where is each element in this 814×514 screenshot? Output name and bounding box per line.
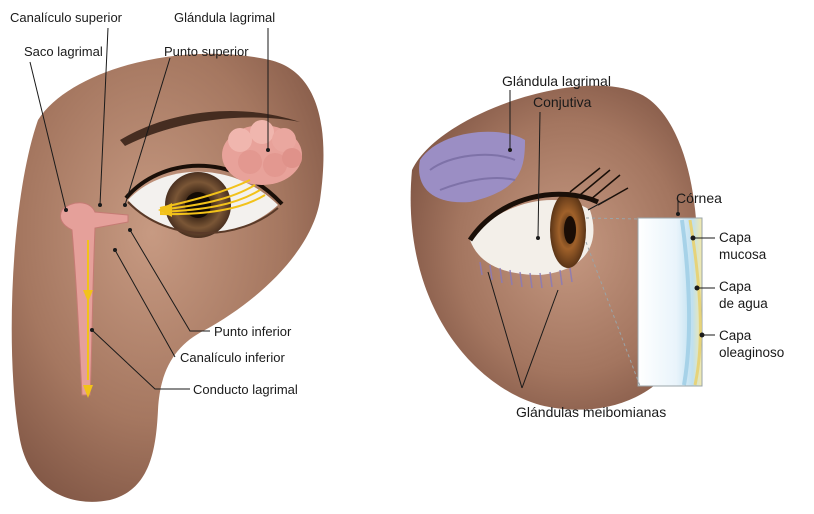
label-canaliculo-superior: Canalículo superior: [10, 10, 122, 25]
label-punto-inferior: Punto inferior: [214, 324, 291, 339]
label-glandulas-meibomianas: Glándulas meibomianas: [516, 404, 666, 420]
label-punto-superior: Punto superior: [164, 44, 249, 59]
label-saco-lagrimal: Saco lagrimal: [24, 44, 103, 59]
label-conducto-lagrimal: Conducto lagrimal: [193, 382, 298, 397]
lacrimal-gland-left: [222, 120, 302, 185]
label-capa-mucosa-line1: Capa: [719, 230, 751, 246]
label-capa-agua-line1: Capa: [719, 279, 751, 295]
label-glandula-lagrimal-left: Glándula lagrimal: [174, 10, 275, 25]
label-capa-agua-line2: de agua: [719, 296, 768, 312]
label-capa-oleaginoso-line1: Capa: [719, 328, 751, 344]
label-glandula-lagrimal-right: Glándula lagrimal: [502, 73, 611, 89]
label-capa-oleaginoso-line2: oleaginoso: [719, 345, 784, 361]
label-canaliculo-inferior: Canalículo inferior: [180, 350, 285, 365]
label-capa-mucosa-line2: mucosa: [719, 247, 766, 263]
label-conjutiva: Conjutiva: [533, 94, 591, 110]
label-cornea: Córnea: [676, 190, 722, 206]
pupil-right: [564, 216, 576, 244]
